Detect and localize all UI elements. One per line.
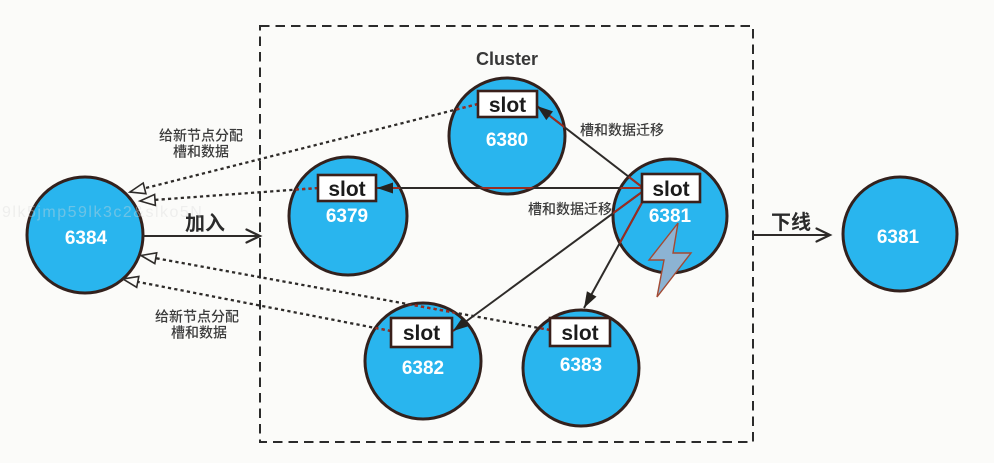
- connector-assign-6379-to-6384: [139, 186, 319, 203]
- slot-label-6381: slot: [652, 178, 689, 201]
- slot-box-6379: [316, 173, 378, 203]
- node-6381-label: 6381: [649, 206, 692, 227]
- connector-migrate-6381-to-6382: [452, 191, 643, 332]
- arrowhead-filled-6383: [584, 291, 597, 308]
- node-6382-label: 6382: [402, 358, 444, 379]
- node-6381-offline-circle: [841, 175, 959, 293]
- slot-box-6383: [548, 316, 612, 348]
- join-label: 加入: [185, 207, 225, 236]
- watermark-text: 9lk5jmp59lk3c2&slko5N: [2, 204, 203, 221]
- slot-label-6383: slot: [561, 322, 598, 345]
- flow-arrows-layer: [143, 227, 833, 244]
- migrate-label-6379: 槽和数据迁移: [528, 199, 612, 219]
- cluster-boundary: [259, 25, 754, 443]
- node-labels-layer: 6384 6379 6380 6381 6382 6383 6381: [65, 130, 920, 379]
- arrow-offline-head: [815, 227, 833, 243]
- slot-label-6380: slot: [489, 94, 526, 117]
- arrow-join-head: [245, 228, 263, 244]
- migrate-label-6380: 槽和数据迁移: [580, 120, 664, 140]
- assign-bottom-label-line2: 槽和数据: [171, 323, 227, 343]
- node-6383-label: 6383: [560, 355, 602, 376]
- slot-box-6382: [389, 316, 454, 349]
- text-labels-layer: 加入 下线 槽和数据迁移 槽和数据迁移 给新节点分配 槽和数据 给新节点分配 槽…: [155, 120, 811, 343]
- cluster-title: Cluster: [476, 49, 538, 69]
- arrowhead-open-6383: [138, 251, 158, 265]
- connector-assign-6380-to-6384: [129, 102, 479, 194]
- slot-boxes-layer: slot slot slot slot slot: [316, 89, 702, 349]
- slot-box-6380: [476, 89, 539, 119]
- connector-assign-6383-to-6384: [140, 254, 551, 332]
- offline-label: 下线: [771, 206, 811, 235]
- node-6380-label: 6380: [486, 130, 528, 151]
- node-6379-label: 6379: [326, 206, 368, 227]
- arrowhead-filled-6380: [537, 106, 553, 121]
- arrowhead-filled-6382: [453, 317, 470, 331]
- slot-label-6379: slot: [328, 178, 365, 201]
- slot-box-6381: [640, 172, 702, 204]
- node-6384-label: 6384: [65, 228, 108, 249]
- arrowhead-open-6380: [127, 181, 147, 195]
- connector-assign-6382-to-6384: [122, 277, 392, 333]
- assign-top-label-line2: 槽和数据: [173, 142, 229, 162]
- arrowhead-filled-6379: [377, 182, 393, 194]
- open-arrowheads-layer: [120, 181, 158, 289]
- node-6381-offline-label: 6381: [877, 227, 920, 248]
- lightning-icon: [647, 222, 693, 298]
- filled-arrowheads-layer: [377, 106, 597, 331]
- assign-bottom-label-line1: 给新节点分配: [155, 307, 239, 327]
- slot-label-6382: slot: [403, 322, 440, 345]
- arrowhead-open-6382: [120, 275, 140, 289]
- assign-top-label-line1: 给新节点分配: [159, 126, 243, 146]
- arrowhead-open-6379: [137, 193, 157, 207]
